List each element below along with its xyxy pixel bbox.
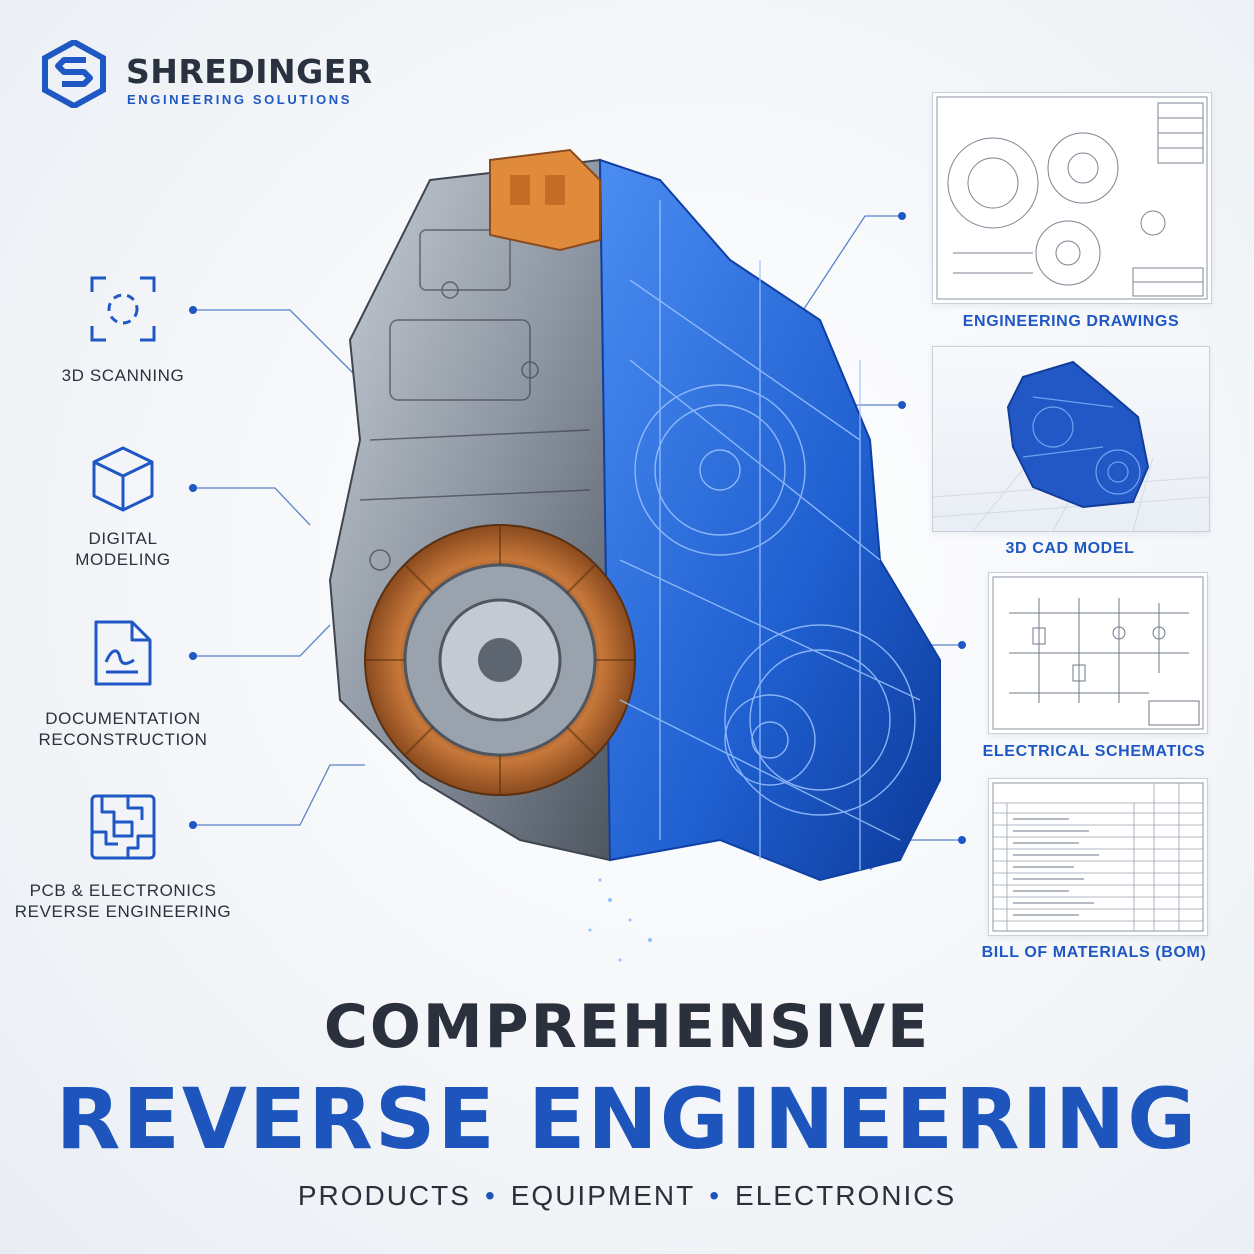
headline-line-1: COMPREHENSIVE (323, 992, 931, 1062)
service-label-documentation: DOCUMENTATION RECONSTRUCTION (38, 709, 208, 749)
subtitle: PRODUCTS • EQUIPMENT • ELECTRONICS (0, 1180, 1254, 1212)
deliverable-label-schematics: ELECTRICAL SCHEMATICS (982, 743, 1206, 760)
scan-frame-icon (90, 276, 156, 342)
document-icon (94, 620, 152, 686)
deliverable-label-bom: BILL OF MATERIALS (BOM) (981, 944, 1207, 961)
engine-illustration (328, 148, 941, 962)
drawing-sheet-icon (936, 96, 1208, 300)
cad-model-panel (932, 346, 1210, 532)
subtitle-separator: • (709, 1180, 722, 1211)
deliverable-label-drawings: ENGINEERING DRAWINGS (962, 313, 1180, 330)
brand-tagline: ENGINEERING SOLUTIONS (127, 92, 353, 107)
circuit-board-icon (90, 794, 156, 860)
service-label-pcb: PCB & ELECTRONICS REVERSE ENGINEERING (14, 881, 232, 921)
schematic-icon (992, 576, 1204, 730)
brand-name: SHREDINGER (126, 52, 373, 91)
service-label-3d-scanning: 3D SCANNING (61, 366, 185, 385)
cad-model-icon (933, 360, 1209, 531)
subtitle-item-electronics: ELECTRONICS (735, 1180, 957, 1211)
deliverable-label-cad: 3D CAD MODEL (1005, 540, 1135, 557)
subtitle-item-products: PRODUCTS (297, 1180, 471, 1211)
brand-logo-icon (42, 40, 106, 108)
subtitle-item-equipment: EQUIPMENT (510, 1180, 696, 1211)
engineering-drawings-panel (932, 92, 1212, 304)
cube-icon (92, 446, 154, 512)
bom-panel (988, 778, 1208, 936)
service-label-digital-modeling: DIGITAL MODELING (75, 529, 171, 569)
bom-table-icon (992, 782, 1204, 932)
subtitle-separator: • (484, 1180, 497, 1211)
electrical-schematics-panel (988, 572, 1208, 734)
headline-line-2: REVERSE ENGINEERING (55, 1070, 1199, 1168)
